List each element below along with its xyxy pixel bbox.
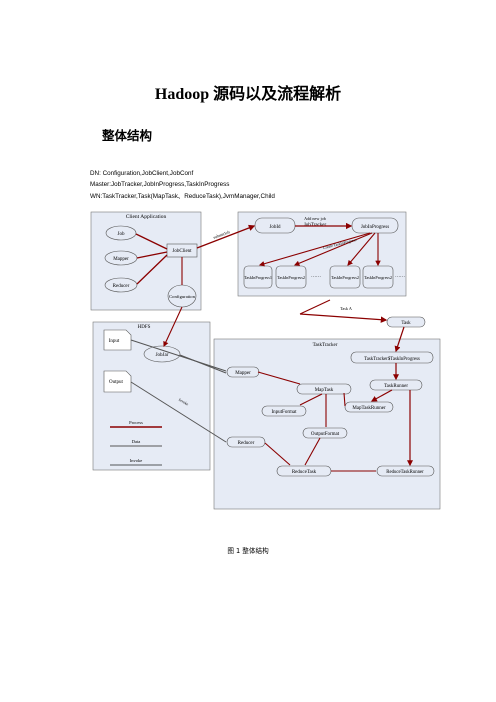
maptask-node xyxy=(296,383,352,395)
output-label: Output xyxy=(109,380,124,385)
input-file-icon xyxy=(103,329,132,351)
hdfs-title: HDFS xyxy=(138,325,151,330)
data-edge-output xyxy=(130,381,227,443)
client-application-panel: Client Application Job Mapper Reducer Jo… xyxy=(90,211,202,311)
figure-caption: 图 1 整体结构 xyxy=(227,547,269,555)
reducetask-label: ReduceTask xyxy=(292,470,317,475)
data-edge-input xyxy=(130,339,227,372)
tip3-label: TaskInProgress2 xyxy=(331,275,359,280)
output-file-icon xyxy=(103,370,132,393)
add-new-job-label: Add new job xyxy=(304,216,326,221)
taskrunner-label: TaskRunner xyxy=(384,384,408,389)
tt-taskinprogress-label: TaskTracker$TaskInProgress xyxy=(364,357,420,362)
tasktracker-title: TaskTracker xyxy=(313,343,338,348)
jobclient-label: JobClient xyxy=(172,249,192,254)
maptaskrunner-node xyxy=(344,401,394,413)
job-label: Job xyxy=(118,232,125,237)
ellipsis-2: …… xyxy=(395,274,405,279)
reducetaskrunner-node xyxy=(376,465,435,477)
tt-reducer-label: Reducer xyxy=(238,441,255,446)
client-application-title: Client Application xyxy=(126,214,167,220)
configuration-label: Configuration xyxy=(169,294,195,299)
tip2-label: TaskInProgress2 xyxy=(277,275,305,280)
legend-invoke-label: Invoke xyxy=(130,458,143,463)
jobjar-node xyxy=(143,345,181,363)
hdfs-panel: HDFS Input Output JobJar xyxy=(92,321,211,471)
jobid-label: JobId xyxy=(269,225,281,230)
tt-mapper-label: Mapper xyxy=(235,371,251,376)
jobtracker-panel: JobTracker Add new job JobId JobInProgre… xyxy=(237,211,407,297)
inputformat-node xyxy=(261,405,307,417)
tip1-node xyxy=(243,265,273,289)
job-node xyxy=(105,225,137,241)
maptaskrunner-label: MapTaskRunner xyxy=(352,406,386,411)
legend-process-label: Process xyxy=(129,420,143,425)
tt-taskinprogress-node xyxy=(350,351,434,364)
component-line-wn: WN:TaskTracker,Task(MapTask、ReduceTask),… xyxy=(90,192,275,200)
client-reducer-node xyxy=(104,277,138,293)
tip2-node xyxy=(275,265,307,289)
jobjar-label: JobJar xyxy=(156,353,169,358)
input-label: Input xyxy=(109,339,120,344)
outputformat-label: OutputFormat xyxy=(311,432,340,437)
ellipsis-1: …… xyxy=(311,274,321,279)
inputformat-label: InputFormat xyxy=(272,410,298,415)
task-label: Task xyxy=(401,321,411,326)
component-lines: DN: Configuration,JobClient,JobConf Mast… xyxy=(90,168,275,202)
legend-data-label: Data xyxy=(132,439,141,444)
reducetaskrunner-label: ReduceTaskRunner xyxy=(386,470,424,475)
tip4-label: TaskInProgress2 xyxy=(364,275,392,280)
tip1-label: TaskInProgress1 xyxy=(244,275,272,280)
section-heading: 整体结构 xyxy=(102,128,153,143)
maptask-label: MapTask xyxy=(315,388,334,393)
invoke-label: Invoke xyxy=(178,398,189,407)
submit-job-label: submitJob xyxy=(213,229,231,240)
client-mapper-label: Mapper xyxy=(113,257,129,262)
legend: Process Data Invoke xyxy=(110,420,162,466)
outputformat-node xyxy=(302,427,348,439)
component-line-master: Master:JobTracker,JobInProgress,TaskInPr… xyxy=(90,181,230,189)
tip3-node xyxy=(329,265,361,289)
client-reducer-label: Reducer xyxy=(113,284,130,289)
jobinprogress-label: JobInProgress xyxy=(361,225,389,230)
task-a-label: Task A xyxy=(340,306,352,311)
tasktracker-panel: TaskTracker Task TaskTracker$TaskInProgr… xyxy=(213,316,441,510)
document-title: Hadoop 源码以及流程解析 xyxy=(154,86,342,103)
data-edge-jobjar xyxy=(179,354,227,374)
component-line-dn: DN: Configuration,JobClient,JobConf xyxy=(90,170,194,177)
tt-reducer-node xyxy=(226,436,266,448)
